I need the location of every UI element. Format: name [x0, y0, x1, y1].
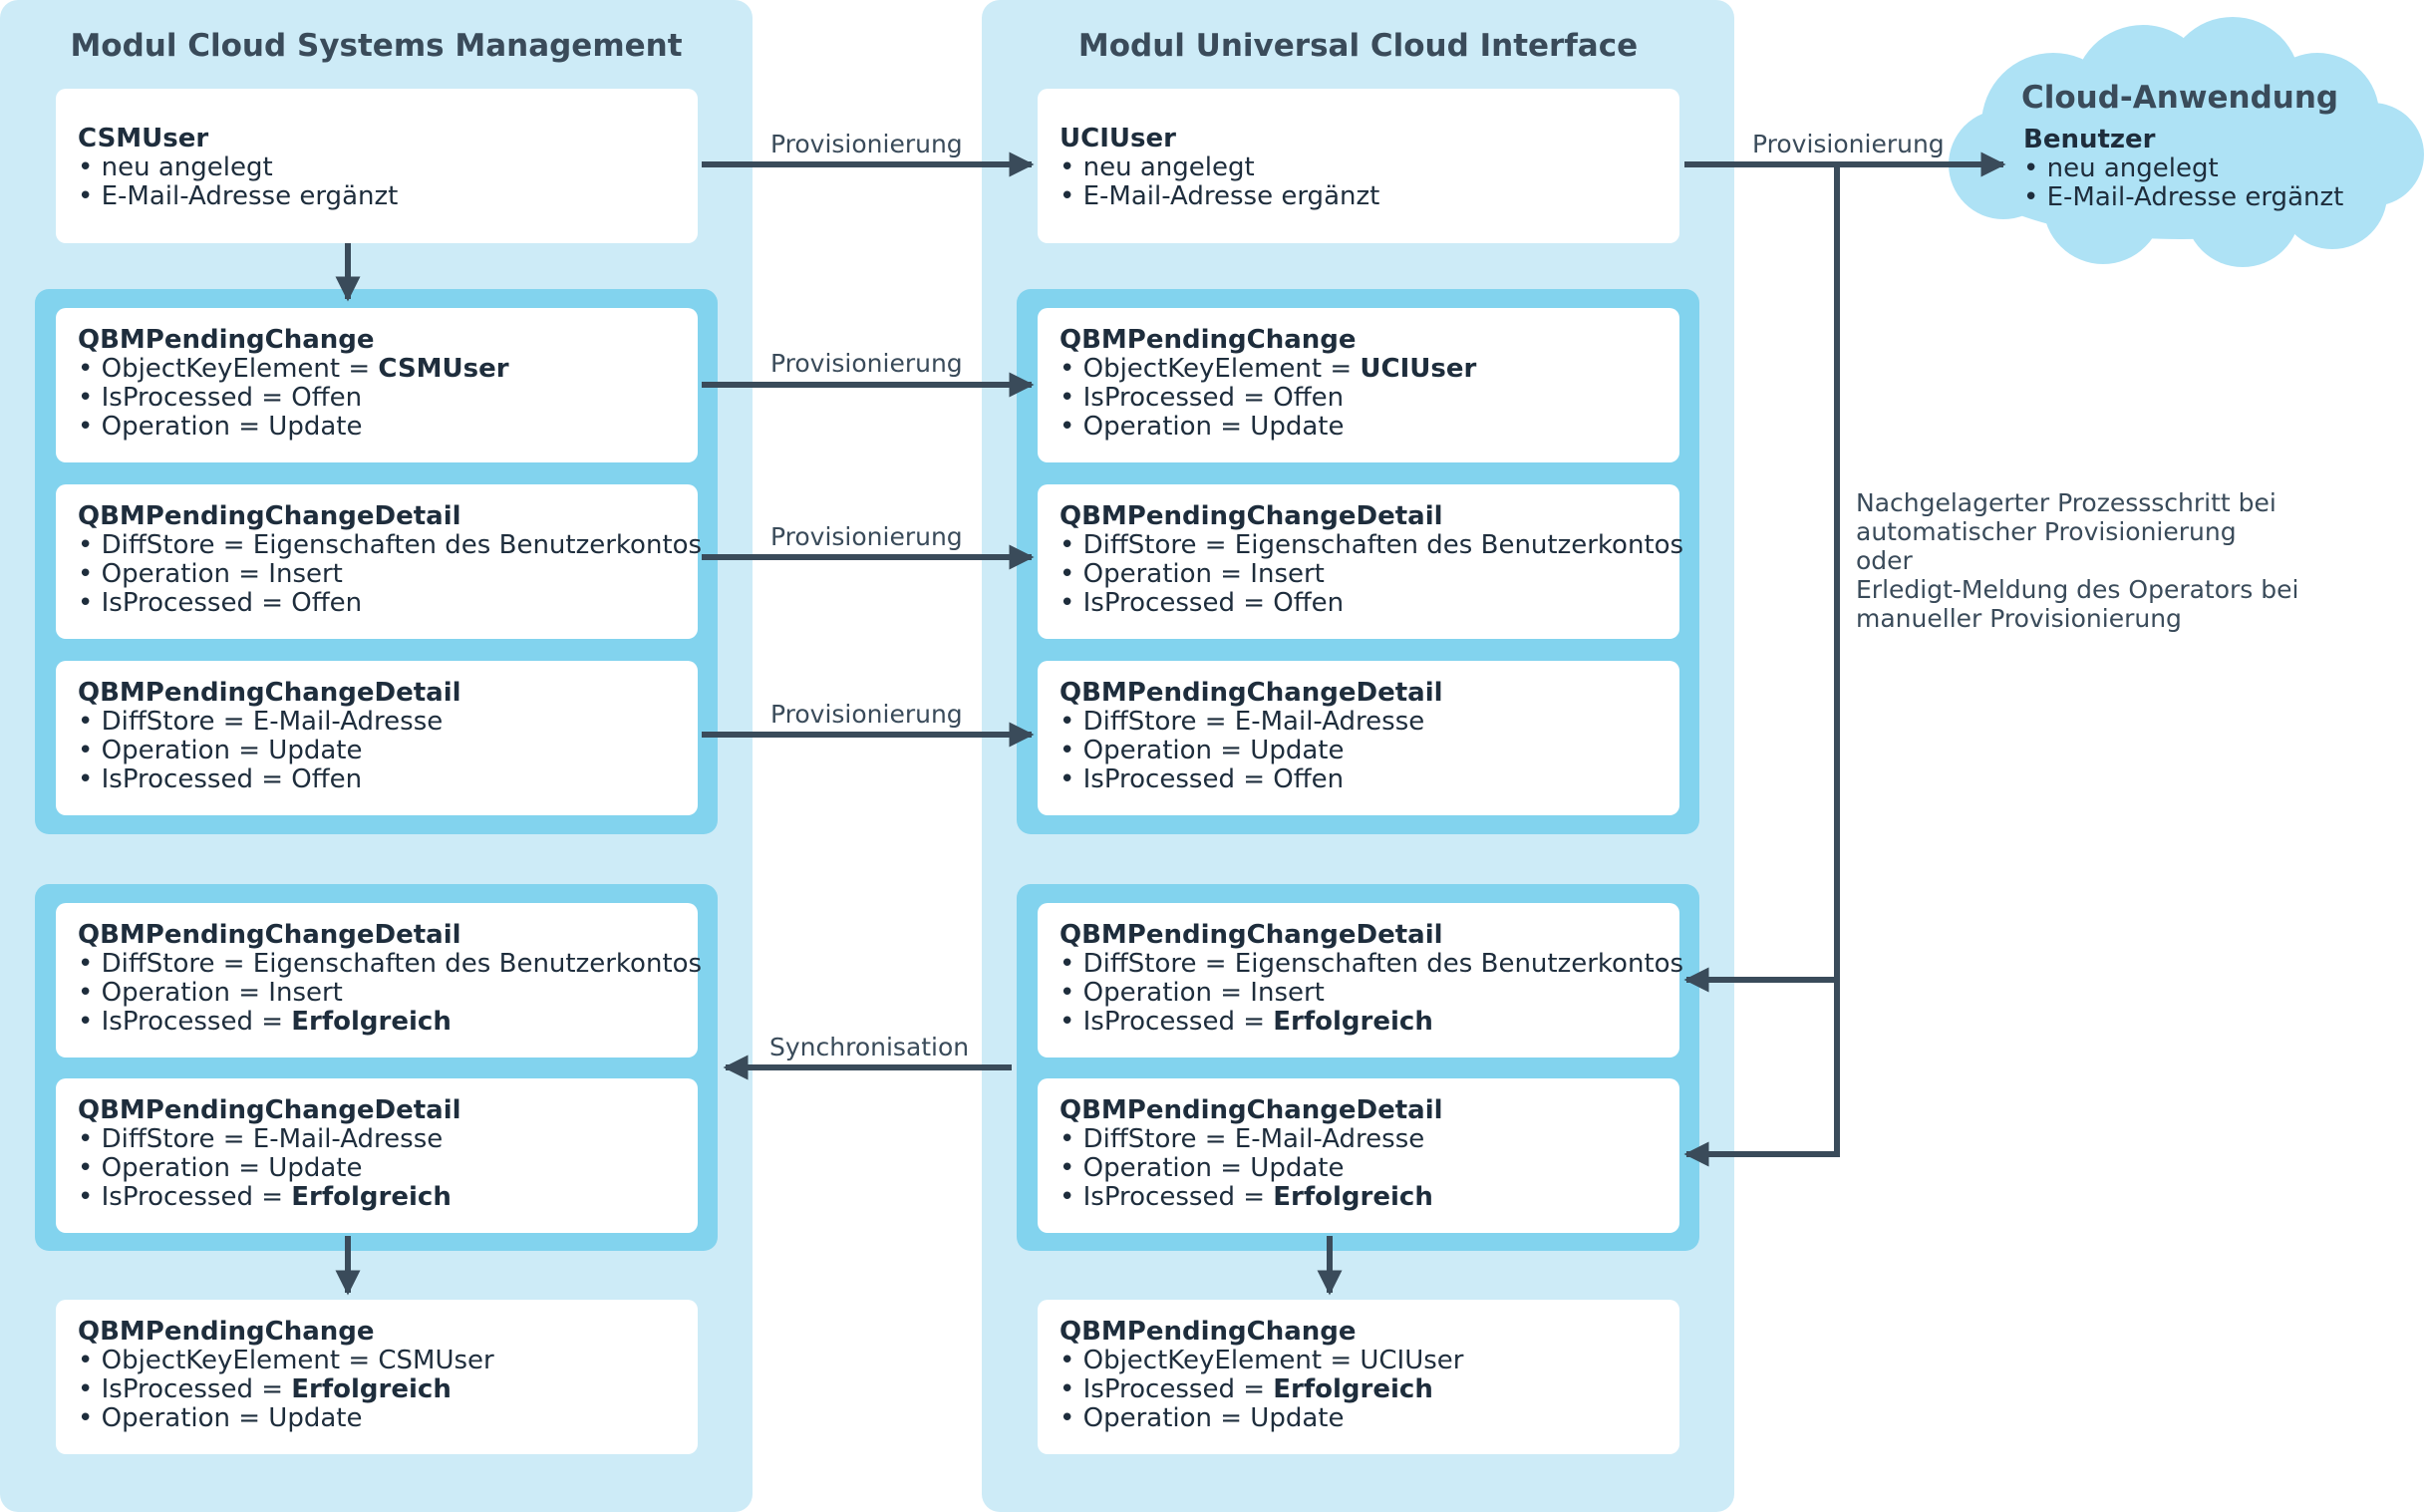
label-provisionierung-3: Provisionierung	[770, 522, 963, 551]
card-line: • ObjectKeyElement = UCIUser	[1060, 1346, 1464, 1375]
module-title-right: Modul Universal Cloud Interface	[1077, 28, 1639, 64]
card-line: • IsProcessed = Offen	[78, 588, 363, 618]
card-title: QBMPendingChange	[1060, 325, 1357, 355]
label-provisionierung-2: Provisionierung	[770, 349, 963, 378]
card-line: • Operation = Update	[1060, 1403, 1345, 1433]
card-right-pending-change-detail-1: QBMPendingChangeDetail • DiffStore = Eig…	[1038, 484, 1684, 639]
card-line: • IsProcessed = Erfolgreich	[78, 1007, 452, 1037]
note-line: manueller Provisionierung	[1856, 604, 2182, 633]
cloud-line-2: • E-Mail-Adresse ergänzt	[2023, 182, 2344, 212]
card-line: • E-Mail-Adresse ergänzt	[1060, 181, 1380, 211]
card-line: • neu angelegt	[1060, 152, 1255, 182]
card-csm-user: CSMUser • neu angelegt • E-Mail-Adresse …	[56, 89, 698, 243]
card-title: QBMPendingChangeDetail	[1060, 678, 1443, 708]
card-title: QBMPendingChangeDetail	[1060, 1095, 1443, 1125]
cloud-title: Cloud-Anwendung	[2021, 80, 2339, 116]
card-left-pending-change-detail-2: QBMPendingChangeDetail • DiffStore = E-M…	[56, 661, 698, 815]
card-title: QBMPendingChange	[78, 325, 375, 355]
card-line: • IsProcessed = Offen	[1060, 764, 1345, 794]
card-line: • Operation = Update	[78, 736, 363, 765]
card-right-pending-change: QBMPendingChange • ObjectKeyElement = UC…	[1038, 308, 1679, 462]
card-line: • E-Mail-Adresse ergänzt	[78, 181, 399, 211]
card-line: • IsProcessed = Erfolgreich	[1060, 1374, 1433, 1404]
card-title: QBMPendingChangeDetail	[78, 678, 461, 708]
card-line: • DiffStore = Eigenschaften des Benutzer…	[78, 949, 703, 979]
card-line: • Operation = Update	[1060, 412, 1345, 442]
card-line: • Operation = Update	[78, 1403, 363, 1433]
card-line: • Operation = Update	[1060, 736, 1345, 765]
card-line: • IsProcessed = Offen	[1060, 588, 1345, 618]
cloud-heading: Benutzer	[2023, 125, 2156, 154]
card-line: • IsProcessed = Erfolgreich	[78, 1182, 452, 1212]
card-line: • IsProcessed = Erfolgreich	[1060, 1182, 1433, 1212]
note-line: automatischer Provisionierung	[1856, 517, 2237, 546]
card-title: QBMPendingChangeDetail	[1060, 920, 1443, 950]
label-synchronisation: Synchronisation	[769, 1033, 970, 1061]
card-line: • Operation = Insert	[78, 978, 343, 1008]
cloud-line-1: • neu angelegt	[2023, 153, 2219, 183]
label-provisionierung-4: Provisionierung	[770, 700, 963, 729]
card-line: • IsProcessed = Erfolgreich	[78, 1374, 452, 1404]
card-line: • DiffStore = Eigenschaften des Benutzer…	[1060, 530, 1684, 560]
card-line: • Operation = Update	[78, 1153, 363, 1183]
card-line: • Operation = Update	[78, 412, 363, 442]
card-title: QBMPendingChangeDetail	[78, 1095, 461, 1125]
card-right-pending-change-detail-2: QBMPendingChangeDetail • DiffStore = E-M…	[1038, 661, 1679, 815]
card-right-pending-change-detail-3: QBMPendingChangeDetail • DiffStore = Eig…	[1038, 903, 1684, 1058]
card-right-pending-change-detail-4: QBMPendingChangeDetail • DiffStore = E-M…	[1038, 1078, 1679, 1233]
note-line: Erledigt-Meldung des Operators bei	[1856, 575, 2299, 604]
cloud-content: Benutzer • neu angelegt • E-Mail-Adresse…	[2023, 126, 2343, 212]
card-left-pending-change-detail-1: QBMPendingChangeDetail • DiffStore = Eig…	[56, 484, 703, 639]
card-line: • IsProcessed = Offen	[1060, 383, 1345, 413]
card-line: • Operation = Insert	[1060, 978, 1325, 1008]
card-right-pending-change-final: QBMPendingChange • ObjectKeyElement = UC…	[1038, 1300, 1679, 1454]
label-provisionierung-1: Provisionierung	[770, 130, 963, 158]
label-provisionierung-cloud: Provisionierung	[1752, 130, 1945, 158]
card-left-pending-change-detail-3: QBMPendingChangeDetail • DiffStore = Eig…	[56, 903, 703, 1058]
card-line: • ObjectKeyElement = UCIUser	[1060, 354, 1477, 384]
card-uci-user: UCIUser • neu angelegt • E-Mail-Adresse …	[1038, 89, 1679, 243]
card-line: • DiffStore = E-Mail-Adresse	[1060, 707, 1425, 737]
card-line: • Operation = Insert	[1060, 559, 1325, 589]
card-line: • Operation = Update	[1060, 1153, 1345, 1183]
card-title: QBMPendingChange	[78, 1317, 375, 1347]
card-line: • IsProcessed = Offen	[78, 764, 363, 794]
card-line: • Operation = Insert	[78, 559, 343, 589]
card-line: • neu angelegt	[78, 152, 273, 182]
card-line: • IsProcessed = Offen	[78, 383, 363, 413]
card-title: QBMPendingChangeDetail	[1060, 501, 1443, 531]
card-title: QBMPendingChangeDetail	[78, 920, 461, 950]
card-left-pending-change: QBMPendingChange • ObjectKeyElement = CS…	[56, 308, 698, 462]
card-line: • ObjectKeyElement = CSMUser	[78, 1346, 494, 1375]
card-title: CSMUser	[78, 124, 209, 153]
card-left-pending-change-final: QBMPendingChange • ObjectKeyElement = CS…	[56, 1300, 698, 1454]
card-title: QBMPendingChangeDetail	[78, 501, 461, 531]
card-line: • DiffStore = Eigenschaften des Benutzer…	[78, 530, 703, 560]
card-line: • DiffStore = E-Mail-Adresse	[78, 1124, 444, 1154]
module-title-left: Modul Cloud Systems Management	[70, 28, 683, 64]
cloud-shape	[1949, 17, 2424, 267]
card-line: • DiffStore = Eigenschaften des Benutzer…	[1060, 949, 1684, 979]
note-line: oder	[1856, 546, 1913, 575]
card-line: • DiffStore = E-Mail-Adresse	[1060, 1124, 1425, 1154]
process-note: Nachgelagerter Prozessschritt bei automa…	[1856, 488, 2298, 633]
card-title: UCIUser	[1060, 124, 1176, 153]
note-line: Nachgelagerter Prozessschritt bei	[1856, 488, 2276, 517]
card-title: QBMPendingChange	[1060, 1317, 1357, 1347]
card-line: • ObjectKeyElement = CSMUser	[78, 354, 509, 384]
card-left-pending-change-detail-4: QBMPendingChangeDetail • DiffStore = E-M…	[56, 1078, 698, 1233]
card-line: • IsProcessed = Erfolgreich	[1060, 1007, 1433, 1037]
card-line: • DiffStore = E-Mail-Adresse	[78, 707, 444, 737]
